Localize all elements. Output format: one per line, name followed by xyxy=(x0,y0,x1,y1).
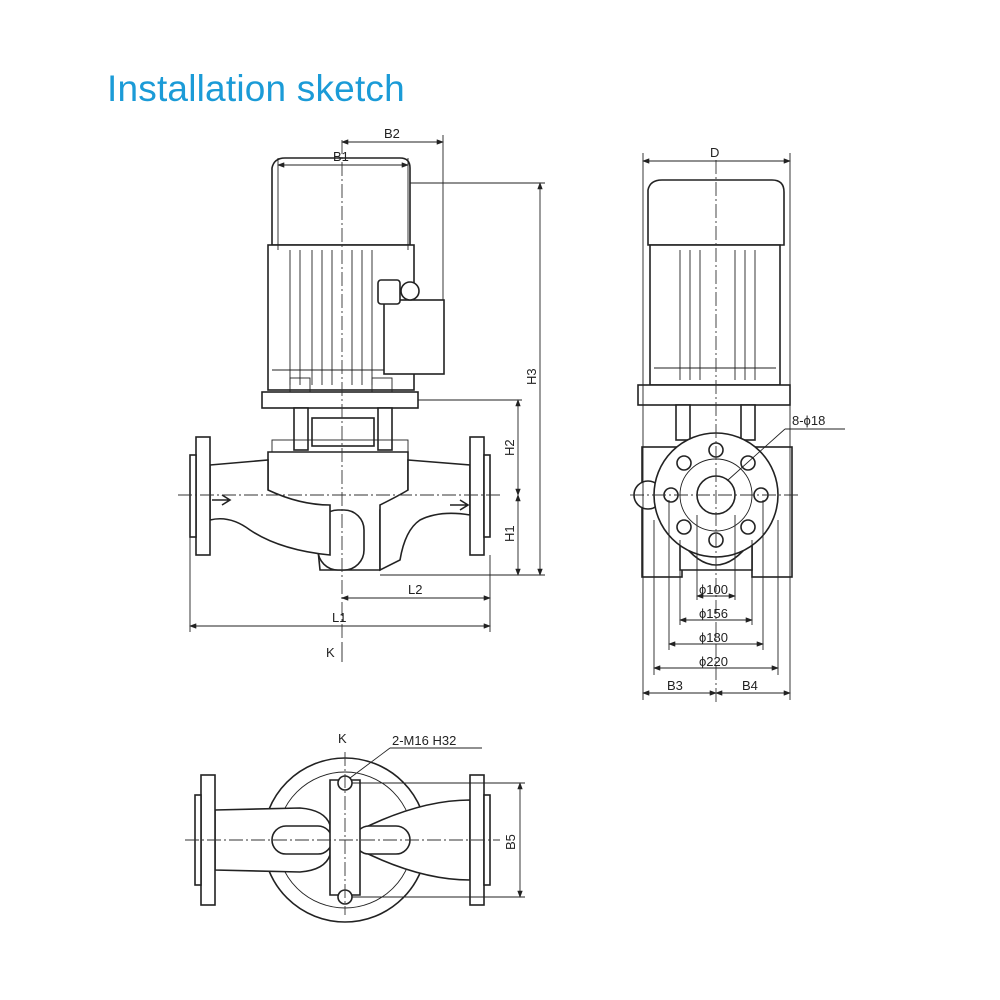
inlet-flange-face xyxy=(189,454,197,538)
label-h3: H3 xyxy=(524,368,539,385)
motor-fan-cover xyxy=(271,157,411,246)
motor-foot xyxy=(371,377,393,393)
label-bolt-holes: 8-ϕ18 xyxy=(792,413,825,428)
flow-arrow-icon xyxy=(450,499,470,511)
coupling-stand-leg xyxy=(377,407,393,451)
label-b1: B1 xyxy=(333,149,349,164)
suction-pipe xyxy=(209,459,331,556)
dimension-lines xyxy=(189,135,545,662)
motor-fins xyxy=(272,250,410,385)
terminal-box xyxy=(383,299,445,375)
side-view: D 8-ϕ18 ϕ100 ϕ156 ϕ180 ϕ220 B3 B4 xyxy=(630,145,845,705)
label-b5: B5 xyxy=(503,834,518,850)
front-view: B1 B2 H3 H2 H1 L2 L1 K xyxy=(178,126,545,662)
label-d180: ϕ180 xyxy=(699,630,728,645)
label-d156: ϕ156 xyxy=(699,606,728,621)
label-b2: B2 xyxy=(384,126,400,141)
label-h1: H1 xyxy=(502,525,517,542)
coupling-stand-leg xyxy=(675,404,691,441)
label-d100: ϕ100 xyxy=(699,582,728,597)
coupling-stand-leg xyxy=(293,407,309,451)
label-b4: B4 xyxy=(742,678,758,693)
page-title: Installation sketch xyxy=(107,68,405,109)
discharge-pipe xyxy=(379,459,471,572)
dimension-lines xyxy=(642,153,845,700)
motor-body xyxy=(649,244,781,386)
label-l1: L1 xyxy=(332,610,346,625)
lifting-eye xyxy=(400,281,420,301)
label-d220: ϕ220 xyxy=(699,654,728,669)
dimension-lines xyxy=(349,747,525,898)
flow-arrow-icon xyxy=(212,494,232,506)
coupling-stand-leg xyxy=(740,404,756,441)
motor-base-plate xyxy=(261,391,419,409)
label-b3: B3 xyxy=(667,678,683,693)
motor-fins xyxy=(654,250,776,380)
top-view: K 2-M16 H32 B5 xyxy=(185,731,525,923)
motor-base-plate xyxy=(637,384,791,406)
motor-foot xyxy=(289,377,311,393)
label-k-section: K xyxy=(326,645,335,660)
label-l2: L2 xyxy=(408,582,422,597)
label-anchor-bolts: 2-M16 H32 xyxy=(392,733,456,748)
label-h2: H2 xyxy=(502,439,517,456)
outlet-flange xyxy=(469,436,485,556)
label-d: D xyxy=(710,145,719,160)
inlet-flange xyxy=(195,436,211,556)
lifting-eye-mount xyxy=(377,279,401,305)
outlet-flange-face xyxy=(483,454,491,538)
coupling xyxy=(311,417,375,447)
label-k-view: K xyxy=(338,731,347,746)
